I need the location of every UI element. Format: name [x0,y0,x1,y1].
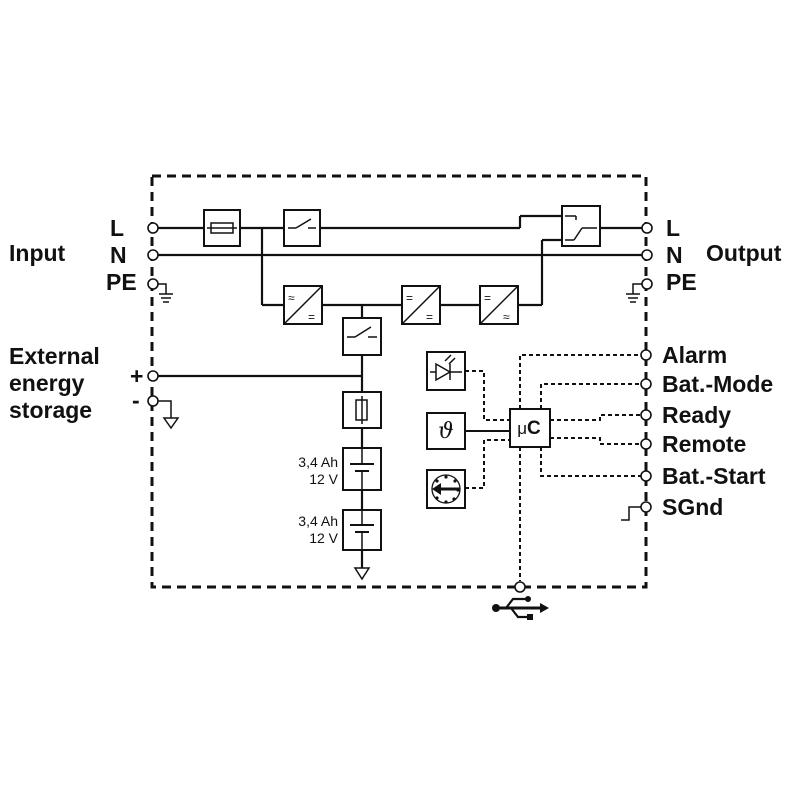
ground-icon [158,283,173,303]
battery-icon [342,509,382,551]
storage-plus-label: + [130,363,143,389]
bat-mode-terminal [640,378,652,390]
ground-icon [353,567,371,581]
rotary-signal-wire [465,439,510,489]
changeover-switch-icon [561,205,601,247]
output-pe-terminal [641,278,653,290]
svg-text:μC: μC [517,418,541,439]
battery-1-voltage: 12 V [309,471,338,487]
svg-text:=: = [406,291,413,305]
thermometer-icon: ϑ [426,412,466,450]
svg-text:=: = [484,291,491,305]
svg-text:≈: ≈ [288,291,295,305]
input-l-terminal [147,222,159,234]
usb-icon [492,596,549,620]
fuse-icon [203,209,241,247]
battery-2-capacity: 3,4 Ah [298,513,338,529]
output-n-label: N [666,242,683,268]
signal-sgnd-label: SGnd [662,494,723,520]
remote-terminal [640,438,652,450]
battery-switch-icon [342,317,382,356]
signal-bat-start-label: Bat.-Start [662,463,766,489]
ready-wire [550,414,641,421]
signal-bat-mode-label: Bat.-Mode [662,371,773,397]
battery-2-voltage: 12 V [309,530,338,546]
storage-label-line-2: energy [9,370,85,396]
signal-ready-label: Ready [662,402,731,428]
storage-label-line-3: storage [9,397,92,423]
input-pe-terminal [147,278,159,290]
dc-ac-inverter-icon: = ≈ [479,285,519,325]
usb-terminal [514,581,526,593]
device-housing [150,174,648,589]
switch-icon [283,209,321,247]
svg-text:≈: ≈ [503,310,510,324]
input-l-label: L [110,215,124,241]
battery-fuse-icon [342,391,382,429]
rotary-switch-icon [426,469,466,509]
bat-mode-wire [540,383,641,409]
input-pe-label: PE [106,269,137,295]
microcontroller-block: μC [509,408,551,448]
ac-dc-converter-icon: ≈ = [283,285,323,325]
output-l-label: L [666,215,680,241]
storage-plus-terminal [147,370,159,382]
storage-minus-terminal [147,395,159,407]
bat-start-terminal [640,470,652,482]
led-icon [426,351,466,391]
output-pe-label: PE [666,269,697,295]
alarm-terminal [640,349,652,361]
ready-terminal [640,409,652,421]
svg-text:=: = [308,310,315,324]
battery-icon [342,447,382,491]
alarm-wire [519,354,641,409]
mu-symbol: μ [517,419,527,438]
storage-minus-label: - [132,387,140,413]
storage-label-line-1: External [9,343,100,369]
ground-icon [626,283,642,303]
signal-ground-icon [621,506,641,521]
svg-text:=: = [426,310,433,324]
temperature-symbol: ϑ [438,419,454,444]
output-n-terminal [641,249,653,261]
controller-c: C [527,418,541,439]
output-label: Output [706,240,782,266]
dc-dc-converter-icon: = = [401,285,441,325]
input-n-terminal [147,249,159,261]
signal-remote-label: Remote [662,431,746,457]
output-l-terminal [641,222,653,234]
bat-start-wire [540,447,641,477]
sgnd-terminal [640,501,652,513]
ground-icon [158,400,180,430]
remote-wire [550,437,641,445]
input-n-label: N [110,242,127,268]
led-signal-wire [465,370,510,421]
input-label: Input [9,240,66,266]
signal-alarm-label: Alarm [662,342,727,368]
battery-1-capacity: 3,4 Ah [298,454,338,470]
